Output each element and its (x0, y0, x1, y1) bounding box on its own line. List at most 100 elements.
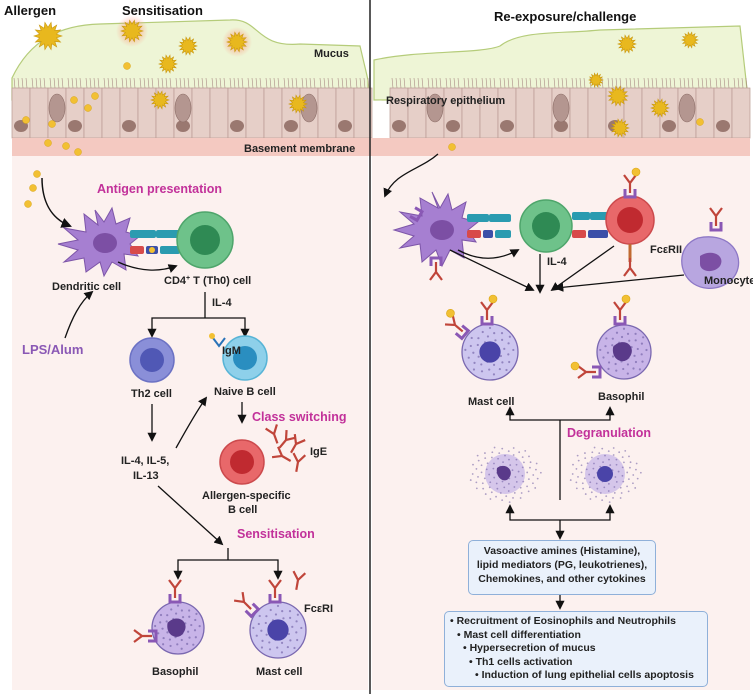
ige-label: IgE (310, 446, 327, 458)
cilia (611, 77, 614, 89)
ige-antibody (570, 361, 596, 379)
receptor-body (429, 256, 443, 266)
granule (198, 625, 201, 628)
released-granule (518, 451, 521, 454)
granule (507, 342, 510, 345)
released-granule (590, 456, 593, 459)
granule (261, 639, 264, 642)
granule (628, 339, 631, 342)
receptor-body (592, 365, 602, 379)
released-granule (488, 473, 491, 476)
cilia (553, 77, 556, 89)
granule (501, 361, 504, 364)
granule (641, 360, 644, 363)
cilia (143, 77, 146, 89)
released-granule (491, 451, 494, 454)
released-granule (584, 493, 587, 495)
epithelial-nucleus (500, 120, 514, 132)
granule (168, 638, 172, 641)
ige-antibody (168, 579, 182, 598)
basement-membrane-label: Basement membrane (244, 143, 355, 155)
released-granule (627, 490, 630, 493)
mediators-box: Vasoactive amines (Histamine), lipid med… (468, 540, 656, 595)
cilia (665, 77, 668, 89)
epithelial-cell (101, 87, 121, 139)
granule (508, 360, 511, 364)
released-granule (480, 464, 483, 467)
epithelial-nucleus (662, 120, 676, 132)
allergen-particle (178, 36, 198, 56)
ige-arms (265, 424, 279, 444)
granule (492, 363, 496, 366)
granule (634, 360, 638, 364)
released-granule (582, 487, 585, 490)
released-granule (593, 476, 596, 479)
released-granule (612, 497, 614, 499)
cilia (457, 77, 460, 89)
igm-label: IgM (222, 345, 241, 357)
cilia (583, 77, 586, 89)
dendritic-cell-left (57, 206, 142, 278)
released-granule (586, 462, 589, 465)
released-granule (475, 487, 478, 490)
released-granule (575, 487, 578, 490)
cilia (651, 77, 654, 89)
released-granule (534, 487, 537, 489)
cilia (241, 77, 244, 89)
basement-membrane (12, 138, 750, 156)
granule (159, 613, 163, 617)
ige-arms (709, 207, 723, 226)
cilia (445, 77, 448, 89)
fce-receptor (709, 222, 723, 232)
cilia (97, 77, 100, 89)
granule (276, 604, 280, 608)
granule (634, 339, 637, 342)
released-granule (486, 462, 489, 465)
cell-nucleus (597, 466, 613, 482)
allergen-dot (70, 96, 78, 104)
granule (296, 638, 299, 642)
cilia (39, 77, 42, 89)
sensitisation-header: Sensitisation (122, 3, 203, 18)
released-granule (512, 447, 515, 449)
cilia (53, 77, 56, 89)
th-cell-right (519, 199, 573, 253)
receptor-body (709, 222, 723, 232)
cilia (395, 77, 398, 89)
cilia (489, 77, 492, 89)
mast-cell-right (461, 323, 519, 381)
granule (269, 608, 272, 612)
ige-antibody (623, 167, 641, 193)
bound-allergen (631, 167, 641, 177)
released-granule (634, 487, 637, 489)
granule (166, 631, 169, 634)
released-granule (493, 446, 496, 449)
allergen-specific-label-2: B cell (228, 504, 257, 516)
effect-line: • Hypersecretion of mucus (463, 642, 596, 655)
effect-line: • Mast cell differentiation (457, 628, 581, 641)
granule (276, 646, 279, 649)
cilia (157, 77, 160, 89)
granule (640, 353, 643, 356)
released-granule (507, 482, 510, 485)
cilia (183, 77, 186, 89)
released-granule (581, 482, 584, 485)
released-granule (607, 482, 610, 485)
allergen-particle (607, 85, 629, 107)
released-granule (484, 493, 487, 495)
fce-receptor (480, 316, 494, 326)
cilia (175, 77, 178, 89)
cilia (637, 77, 640, 89)
cell-nucleus (496, 465, 511, 481)
granule (300, 626, 303, 630)
effects-box: • Recruitment of Eosinophils and Neutrop… (444, 611, 708, 687)
released-granule (484, 452, 486, 454)
granule (642, 336, 645, 339)
released-granule (597, 457, 599, 460)
cilia (67, 77, 70, 89)
lps-alum-label: LPS/Alum (22, 342, 83, 357)
allergen-dot (29, 184, 37, 192)
cilia (499, 77, 502, 89)
granule (607, 367, 610, 370)
granule (636, 347, 639, 351)
